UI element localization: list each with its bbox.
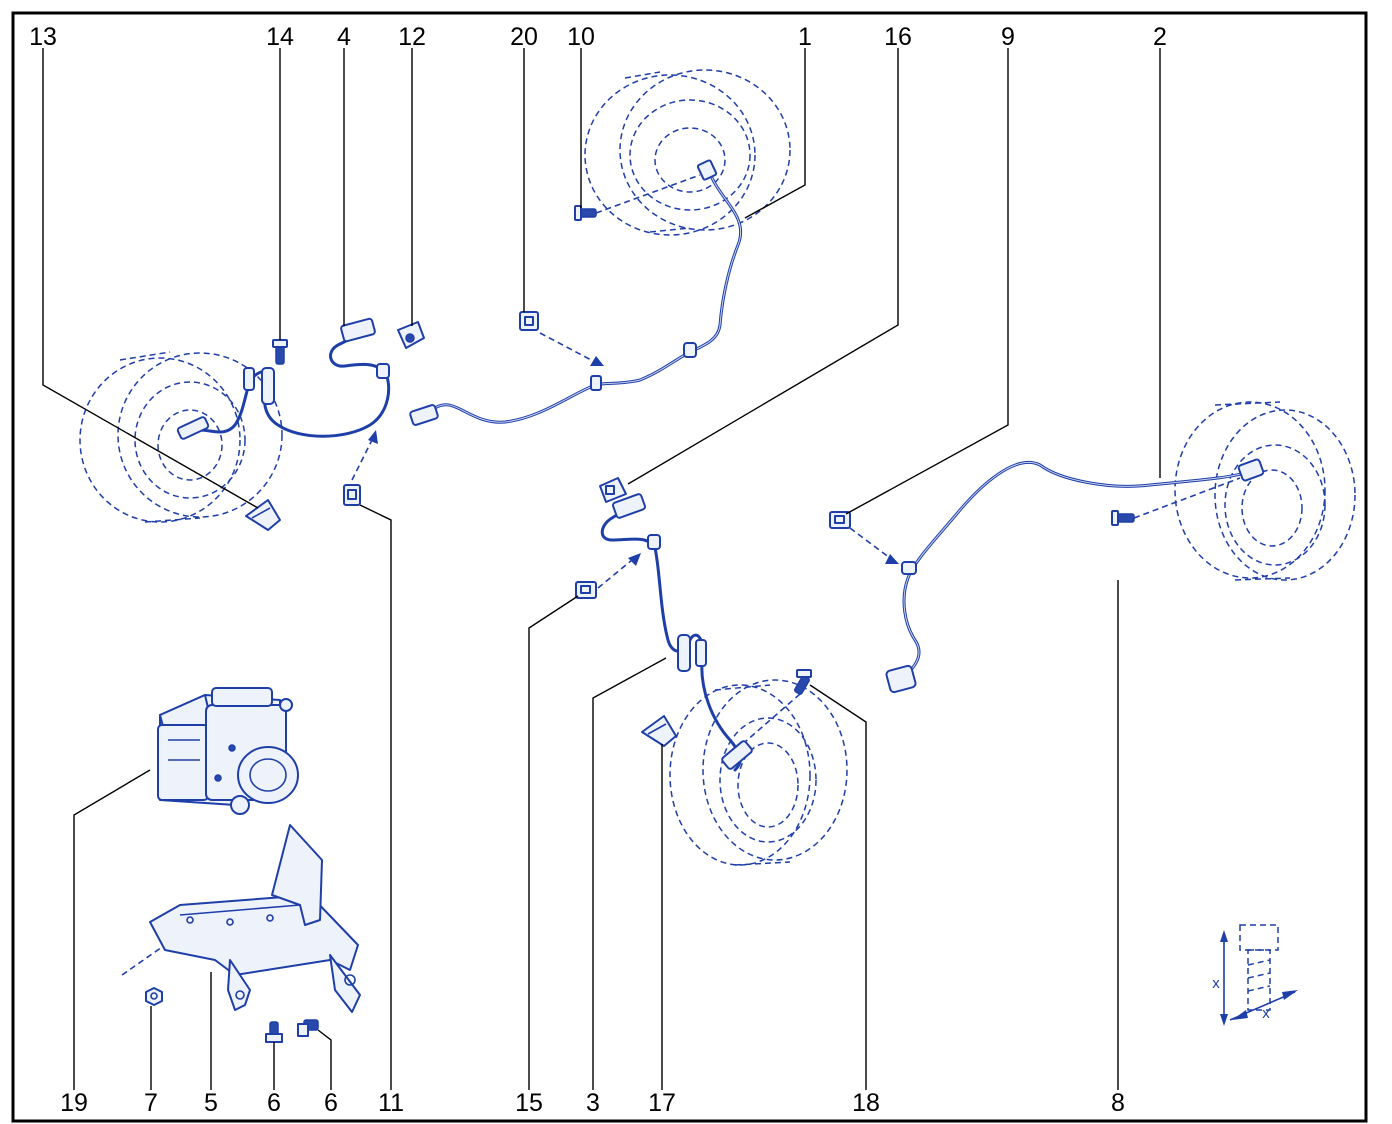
shield-17 xyxy=(641,715,677,747)
callout-9: 9 xyxy=(1001,23,1015,51)
dimension-mark-vertical: x xyxy=(1212,975,1220,992)
sensor-harness-front-long xyxy=(409,159,743,426)
abs-hydraulic-unit xyxy=(157,687,299,815)
callout-15: 15 xyxy=(515,1089,543,1117)
bolt-6-right xyxy=(297,1019,319,1037)
install-arrows xyxy=(121,174,1241,976)
shield-13 xyxy=(245,499,281,531)
callout-1: 1 xyxy=(798,23,812,51)
callout-16: 16 xyxy=(884,23,912,51)
clip-16 xyxy=(599,477,627,503)
dimension-mark-horizontal: x xyxy=(1262,1005,1270,1022)
callout-18: 18 xyxy=(852,1089,880,1117)
sensor-harness-rear-left xyxy=(600,493,753,772)
sensor-harness-front-left xyxy=(176,317,391,440)
bottom-callout-numbers: 19 7 5 6 6 11 15 3 17 18 8 xyxy=(60,1089,1125,1117)
callout-10: 10 xyxy=(567,23,595,51)
callout-4: 4 xyxy=(337,23,351,51)
bolt-14 xyxy=(272,339,288,365)
clip-9 xyxy=(829,511,851,529)
callout-13: 13 xyxy=(29,23,57,51)
callout-3: 3 xyxy=(586,1089,600,1117)
callout-14: 14 xyxy=(266,23,294,51)
clip-15 xyxy=(575,581,597,599)
wheel-rear-right xyxy=(1174,401,1356,581)
bolt-dimension-detail: x x xyxy=(1212,924,1298,1026)
callout-20: 20 xyxy=(510,23,538,51)
wheel-rear-left xyxy=(669,679,848,866)
callout-11: 11 xyxy=(378,1089,404,1117)
sensor-harness-rear-right xyxy=(885,458,1265,694)
clip-20 xyxy=(519,311,539,331)
diagram-frame xyxy=(11,11,1368,1123)
wheel-front-right xyxy=(584,69,791,236)
clip-12 xyxy=(397,321,425,349)
callout-6-left: 6 xyxy=(267,1089,281,1117)
bolt-10 xyxy=(574,205,597,221)
leader-lines xyxy=(42,48,1161,1090)
bolt-6-left xyxy=(265,1021,283,1043)
clip-11 xyxy=(343,484,361,506)
top-callout-numbers: 13 14 4 12 20 10 1 16 9 2 xyxy=(29,23,1167,51)
callout-2: 2 xyxy=(1153,23,1167,51)
callout-17: 17 xyxy=(648,1089,676,1117)
abs-mounting-bracket xyxy=(149,824,361,1013)
callout-6-right: 6 xyxy=(324,1089,338,1117)
callout-19: 19 xyxy=(60,1089,88,1117)
callout-8: 8 xyxy=(1111,1089,1125,1117)
bolt-8 xyxy=(1111,510,1135,526)
wheel-front-left xyxy=(79,351,283,523)
bolt-18 xyxy=(794,669,812,695)
callout-12: 12 xyxy=(398,23,426,51)
nut-7 xyxy=(145,987,163,1006)
callout-5: 5 xyxy=(204,1089,218,1117)
callout-7: 7 xyxy=(144,1089,158,1117)
